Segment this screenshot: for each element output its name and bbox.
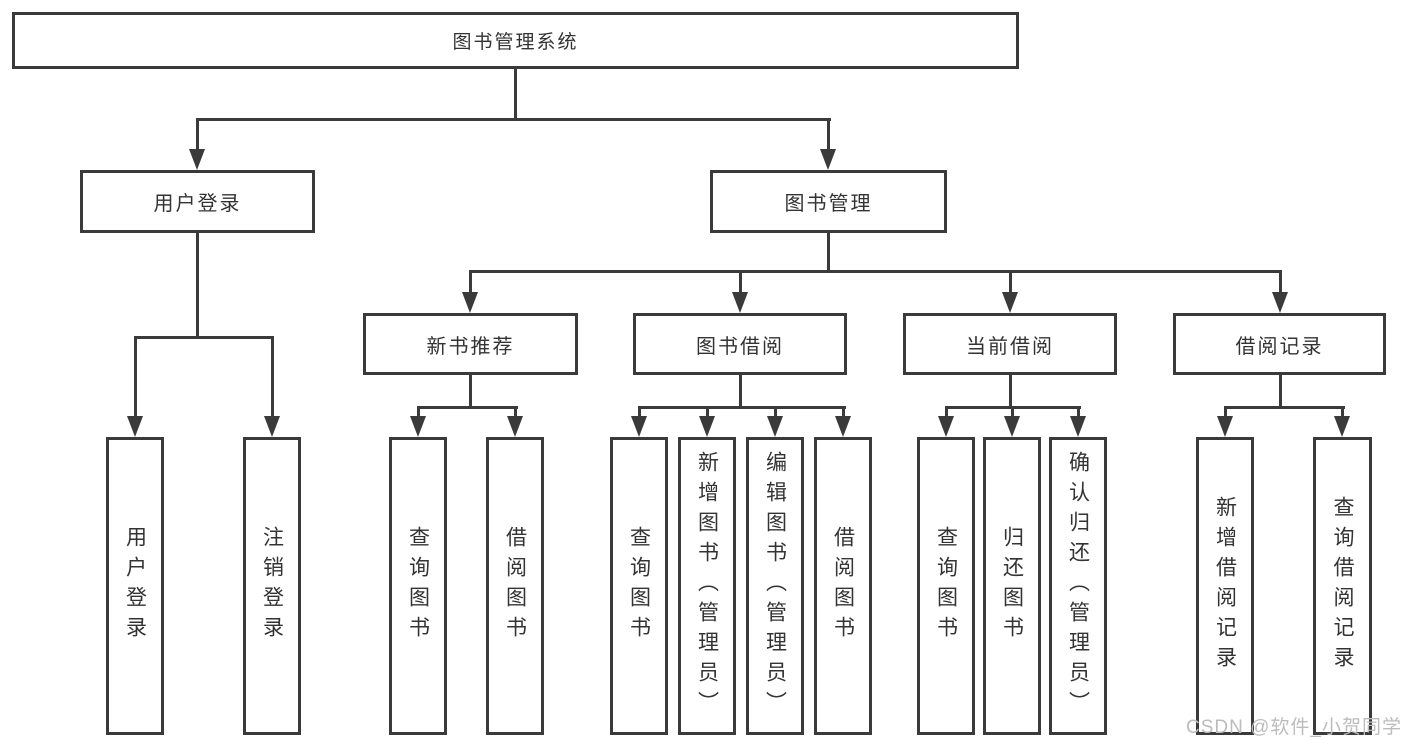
connector-drop — [514, 406, 517, 417]
leaf-label: 查询图书 — [627, 526, 651, 646]
leaf-label: 编辑图书（管理员） — [763, 451, 787, 721]
connector-stem — [1009, 373, 1012, 408]
node-borrowing-records: 借阅记录 — [1173, 313, 1386, 375]
leaf-label: 借阅图书 — [831, 526, 855, 646]
leaf-borrow-books-recommend: 借阅图书 — [486, 437, 544, 735]
connector-drop — [945, 406, 948, 417]
connector-bar — [1224, 406, 1345, 409]
leaf-query-books-borrowing: 查询图书 — [610, 437, 668, 735]
leaf-confirm-return-admin: 确认归还（管理员） — [1049, 437, 1107, 735]
arrow-down-icon — [462, 292, 478, 313]
connector-stem — [739, 373, 742, 408]
node-new-book-recommend: 新书推荐 — [363, 313, 578, 375]
node-label: 图书管理 — [784, 193, 873, 215]
leaf-user-login: 用户登录 — [106, 437, 164, 735]
node-label: 当前借阅 — [966, 335, 1054, 358]
arrow-down-icon — [699, 416, 715, 437]
connector-stem — [1279, 373, 1282, 408]
node-current-borrowing: 当前借阅 — [903, 313, 1117, 375]
leaf-label: 借阅图书 — [503, 526, 527, 646]
leaf-label: 注销登录 — [260, 526, 284, 646]
connector-drop — [196, 118, 199, 149]
arrow-down-icon — [1002, 292, 1018, 313]
connector-drop — [134, 336, 137, 416]
node-library-system: 图书管理系统 — [12, 12, 1019, 69]
connector-user-login-stem — [196, 231, 199, 338]
leaf-label: 查询图书 — [934, 526, 958, 646]
leaf-return-books: 归还图书 — [983, 437, 1041, 735]
leaf-query-borrow-record: 查询借阅记录 — [1313, 437, 1372, 735]
arrow-down-icon — [1334, 416, 1350, 437]
connector-drop — [827, 118, 830, 149]
arrow-down-icon — [127, 416, 143, 437]
arrow-down-icon — [835, 416, 851, 437]
arrow-down-icon — [1004, 416, 1020, 437]
leaf-add-books-admin: 新增图书（管理员） — [678, 437, 736, 735]
leaf-edit-books-admin: 编辑图书（管理员） — [746, 437, 804, 735]
connector-drop — [706, 406, 709, 417]
csdn-watermark: CSDN @软件_小贺同学 — [1186, 717, 1402, 738]
arrow-down-icon — [1272, 292, 1288, 313]
leaf-borrow-books: 借阅图书 — [814, 437, 872, 735]
arrow-down-icon — [1217, 416, 1233, 437]
node-label: 用户登录 — [153, 193, 242, 215]
leaf-label: 查询借阅记录 — [1331, 496, 1354, 676]
arrow-down-icon — [1070, 416, 1086, 437]
arrow-down-icon — [507, 416, 523, 437]
node-book-borrowing: 图书借阅 — [633, 313, 847, 375]
connector-level2-bar — [196, 118, 831, 121]
arrow-down-icon — [820, 149, 836, 170]
connector-drop — [638, 406, 641, 417]
arrow-down-icon — [631, 416, 647, 437]
connector-drop — [774, 406, 777, 417]
arrow-down-icon — [938, 416, 954, 437]
node-book-management-branch: 图书管理 — [710, 170, 947, 233]
leaf-add-borrow-record: 新增借阅记录 — [1196, 437, 1254, 735]
connector-drop — [417, 406, 420, 417]
leaf-label: 确认归还（管理员） — [1066, 451, 1090, 721]
connector-drop — [1224, 406, 1227, 417]
arrow-down-icon — [767, 416, 783, 437]
arrow-down-icon — [264, 416, 280, 437]
leaf-label: 查询图书 — [406, 526, 430, 646]
connector-drop — [469, 270, 472, 293]
connector-drop — [1011, 406, 1014, 417]
leaf-query-books-current: 查询图书 — [917, 437, 975, 735]
connector-user-login-bar — [134, 336, 274, 339]
leaf-label: 归还图书 — [1000, 526, 1024, 646]
leaf-logout: 注销登录 — [243, 437, 301, 735]
connector-drop — [1341, 406, 1344, 417]
connector-drop — [1077, 406, 1080, 417]
node-label: 图书借阅 — [696, 335, 784, 358]
connector-stem — [469, 373, 472, 408]
leaf-label: 新增图书（管理员） — [695, 451, 719, 721]
connector-drop — [1009, 270, 1012, 293]
arrow-down-icon — [189, 149, 205, 170]
node-label: 图书管理系统 — [452, 32, 579, 53]
node-label: 新书推荐 — [426, 335, 515, 358]
connector-bar — [417, 406, 518, 409]
leaf-query-books-recommend: 查询图书 — [389, 437, 447, 735]
connector-book-mgmt-stem — [827, 231, 830, 272]
connector-bar — [638, 406, 846, 409]
connector-drop — [1279, 270, 1282, 293]
connector-drop — [271, 336, 274, 416]
node-user-login-branch: 用户登录 — [80, 170, 315, 233]
leaf-label: 用户登录 — [123, 526, 147, 646]
arrow-down-icon — [732, 292, 748, 313]
leaf-label: 新增借阅记录 — [1213, 496, 1237, 676]
arrow-down-icon — [410, 416, 426, 437]
connector-drop — [739, 270, 742, 293]
connector-drop — [842, 406, 845, 417]
node-label: 借阅记录 — [1235, 335, 1324, 358]
connector-root-stem — [514, 69, 517, 121]
connector-level3-bar — [469, 270, 1282, 273]
